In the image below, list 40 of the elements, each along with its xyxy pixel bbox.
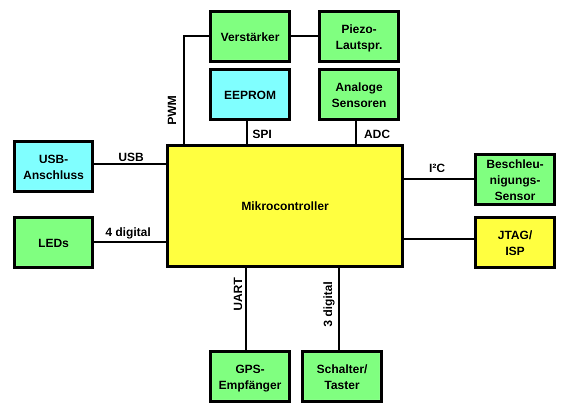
module-box [301, 350, 383, 403]
box-label: JTAG/ ISP [496, 226, 534, 258]
edge-label: PWM [165, 95, 179, 125]
connector-line [183, 35, 209, 144]
box-label: Beschleu- nigungs- Sensor [485, 156, 545, 204]
box-label: Piezo- Lautspr. [334, 20, 384, 52]
box-label: Schalter/ Taster [316, 360, 368, 392]
connector-line [246, 121, 248, 144]
box-label: Mikrocontroller [241, 198, 329, 214]
edge-label: SPI [252, 127, 272, 141]
interface-box [474, 216, 556, 269]
box-label: GPS- Empfänger [218, 360, 282, 392]
connector-line [404, 178, 474, 180]
module-box [318, 10, 400, 63]
module-box [474, 153, 556, 206]
controller-box [166, 144, 404, 268]
connector-line [94, 163, 166, 165]
box-label: LEDs [38, 234, 69, 250]
module-box [209, 350, 291, 403]
edge-label: 4 digital [105, 225, 151, 239]
module-box [13, 216, 94, 269]
box-label: Verstärker [220, 28, 280, 44]
box-label: EEPROM [224, 86, 276, 102]
connector-line [245, 268, 247, 350]
edge-label: 3 digital [321, 281, 335, 327]
interface-box [13, 140, 94, 193]
module-box [209, 10, 291, 63]
edge-label: USB [118, 150, 144, 164]
connector-line [355, 121, 357, 144]
connector-line [291, 35, 318, 37]
connector-line [338, 268, 340, 350]
memory-box [209, 68, 291, 121]
edge-label: UART [231, 277, 245, 311]
box-label: USB- Anschluss [22, 150, 85, 182]
box-label: Analoge Sensoren [330, 78, 388, 110]
connector-line [404, 238, 474, 240]
module-box [318, 68, 400, 121]
connector-line [94, 241, 166, 243]
edge-label: ADC [364, 127, 390, 141]
edge-label: I²C [429, 161, 445, 175]
